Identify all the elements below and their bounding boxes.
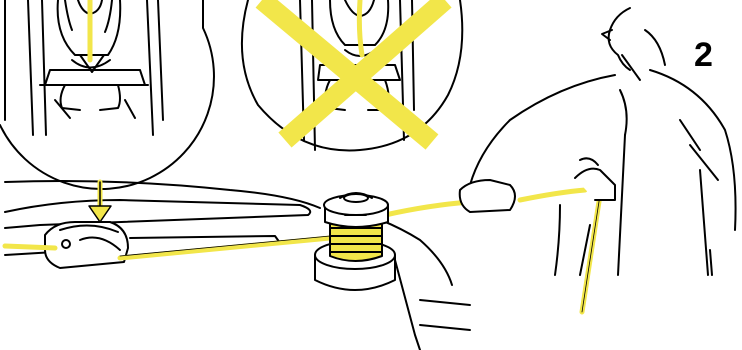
rope-clutch-icon [45, 222, 128, 268]
harness-seated-correct-icon [28, 0, 163, 135]
correct-harness-inset [0, 0, 214, 189]
step-number: 2 [694, 38, 713, 72]
winch-icon [315, 193, 395, 290]
yellow-x-mark-icon [262, 0, 445, 142]
wrong-harness-inset [242, 0, 462, 150]
